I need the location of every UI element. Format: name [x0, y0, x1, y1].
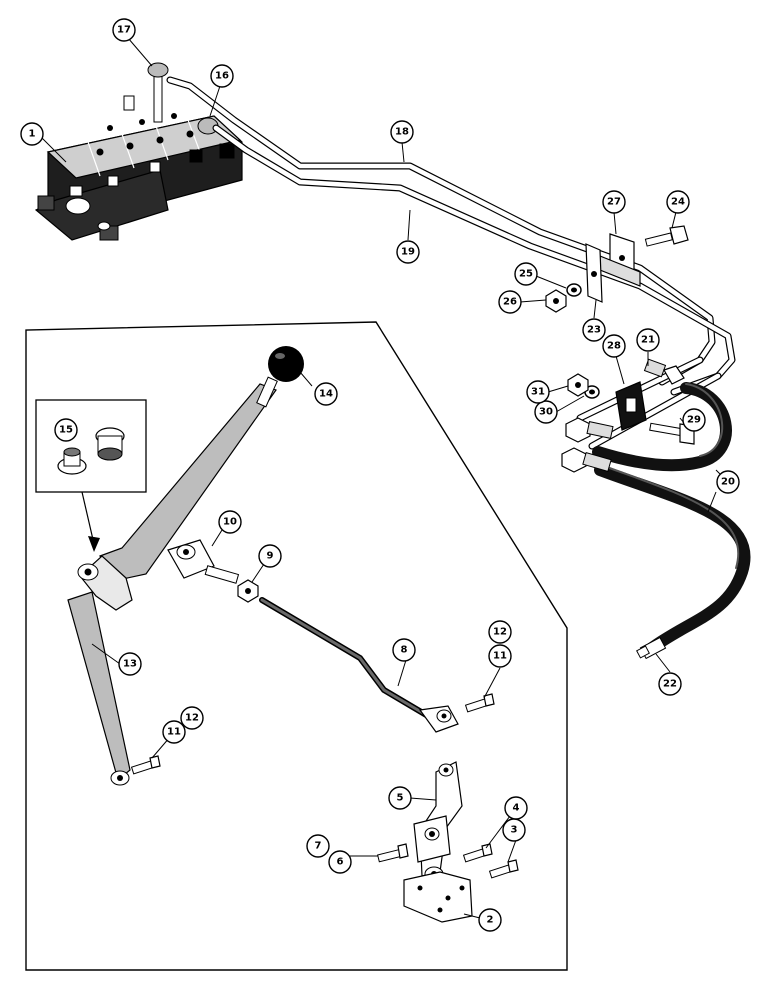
callout-label: 25 — [519, 269, 533, 280]
inset-box-15 — [35, 399, 147, 552]
callout-16: 16 — [210, 64, 234, 88]
callout-31: 31 — [526, 380, 550, 404]
nut-31 — [567, 373, 589, 397]
callout-25: 25 — [514, 262, 538, 286]
callout-2: 2 — [478, 908, 502, 932]
callout-5: 5 — [388, 786, 412, 810]
control-valve — [34, 62, 243, 241]
callout-27: 27 — [602, 190, 626, 214]
callout-29: 29 — [682, 408, 706, 432]
bolt-6 — [377, 843, 409, 863]
jam-nut-9 — [237, 579, 259, 603]
callout-label: 20 — [721, 477, 735, 488]
callout-label: 13 — [123, 659, 137, 670]
callout-label: 23 — [587, 325, 601, 336]
callout-label: 11 — [493, 651, 507, 662]
callout-label: 15 — [59, 425, 73, 436]
hose-clamp-block — [615, 381, 647, 431]
lock-washer-25 — [566, 283, 582, 297]
pin-11-lower — [130, 755, 161, 775]
callout-23: 23 — [582, 318, 606, 342]
callout-1: 1 — [20, 122, 44, 146]
pin-11-upper — [464, 693, 495, 713]
callout-11-upper: 11 — [488, 644, 512, 668]
callout-14: 14 — [314, 382, 338, 406]
mounting-plate — [403, 871, 473, 923]
callout-label: 22 — [663, 679, 677, 690]
hydraulic-tube-18 — [166, 76, 716, 386]
tube-bracket — [585, 233, 641, 303]
callout-3: 3 — [502, 818, 526, 842]
callout-28: 28 — [602, 334, 626, 358]
callout-22: 22 — [658, 672, 682, 696]
bellcrank — [413, 761, 463, 882]
callout-label: 12 — [493, 627, 507, 638]
callout-24: 24 — [666, 190, 690, 214]
hose-fittings — [561, 358, 685, 473]
callout-label: 11 — [167, 727, 181, 738]
bracket-bolt — [644, 225, 689, 247]
callout-17: 17 — [112, 18, 136, 42]
callout-label: 12 — [185, 713, 199, 724]
callout-10: 10 — [218, 510, 242, 534]
callout-label: 6 — [337, 857, 344, 868]
callout-label: 29 — [687, 415, 701, 426]
callout-label: 7 — [315, 841, 322, 852]
bolt-4 — [462, 843, 493, 863]
detail-panel-outline — [25, 321, 568, 971]
nut-26 — [545, 289, 567, 313]
clevis — [167, 539, 240, 584]
callout-label: 1 — [29, 129, 36, 140]
callout-label: 17 — [117, 25, 131, 36]
callout-20: 20 — [716, 470, 740, 494]
callout-21: 21 — [636, 328, 660, 352]
callout-13: 13 — [118, 652, 142, 676]
bolt-3 — [488, 859, 519, 879]
hydraulic-hose-upper — [592, 382, 732, 472]
callout-19: 19 — [396, 240, 420, 264]
callout-label: 10 — [223, 517, 237, 528]
hydraulic-tube-19 — [212, 124, 736, 396]
callout-label: 3 — [511, 825, 518, 836]
callout-18: 18 — [390, 120, 414, 144]
callout-label: 4 — [513, 803, 520, 814]
callout-label: 27 — [607, 197, 621, 208]
callout-9: 9 — [258, 544, 282, 568]
callout-label: 8 — [401, 645, 408, 656]
callout-label: 19 — [401, 247, 415, 258]
callout-label: 5 — [397, 793, 404, 804]
callout-label: 21 — [641, 335, 655, 346]
callout-6: 6 — [328, 850, 352, 874]
callout-label: 24 — [671, 197, 685, 208]
control-rod — [259, 597, 459, 733]
callout-30: 30 — [534, 400, 558, 424]
callout-4: 4 — [504, 796, 528, 820]
callout-12-upper: 12 — [488, 620, 512, 644]
callout-label: 26 — [503, 297, 517, 308]
callout-label: 18 — [395, 127, 409, 138]
callout-label: 28 — [607, 341, 621, 352]
callout-8: 8 — [392, 638, 416, 662]
callout-12-lower: 12 — [180, 706, 204, 730]
callout-label: 14 — [319, 389, 333, 400]
callout-label: 16 — [215, 71, 229, 82]
callout-label: 9 — [267, 551, 274, 562]
callout-label: 30 — [539, 407, 553, 418]
callout-26: 26 — [498, 290, 522, 314]
callout-11-lower: 11 — [162, 720, 186, 744]
shift-lever — [67, 376, 278, 786]
callout-7: 7 — [306, 834, 330, 858]
hose-end-fitting-22 — [636, 636, 667, 660]
hydraulic-hose-lower — [594, 464, 751, 654]
callout-label: 31 — [531, 387, 545, 398]
lever-knob — [268, 346, 304, 382]
callout-label: 2 — [487, 915, 494, 926]
bushing-halves-15 — [57, 427, 125, 475]
callout-15: 15 — [54, 418, 78, 442]
